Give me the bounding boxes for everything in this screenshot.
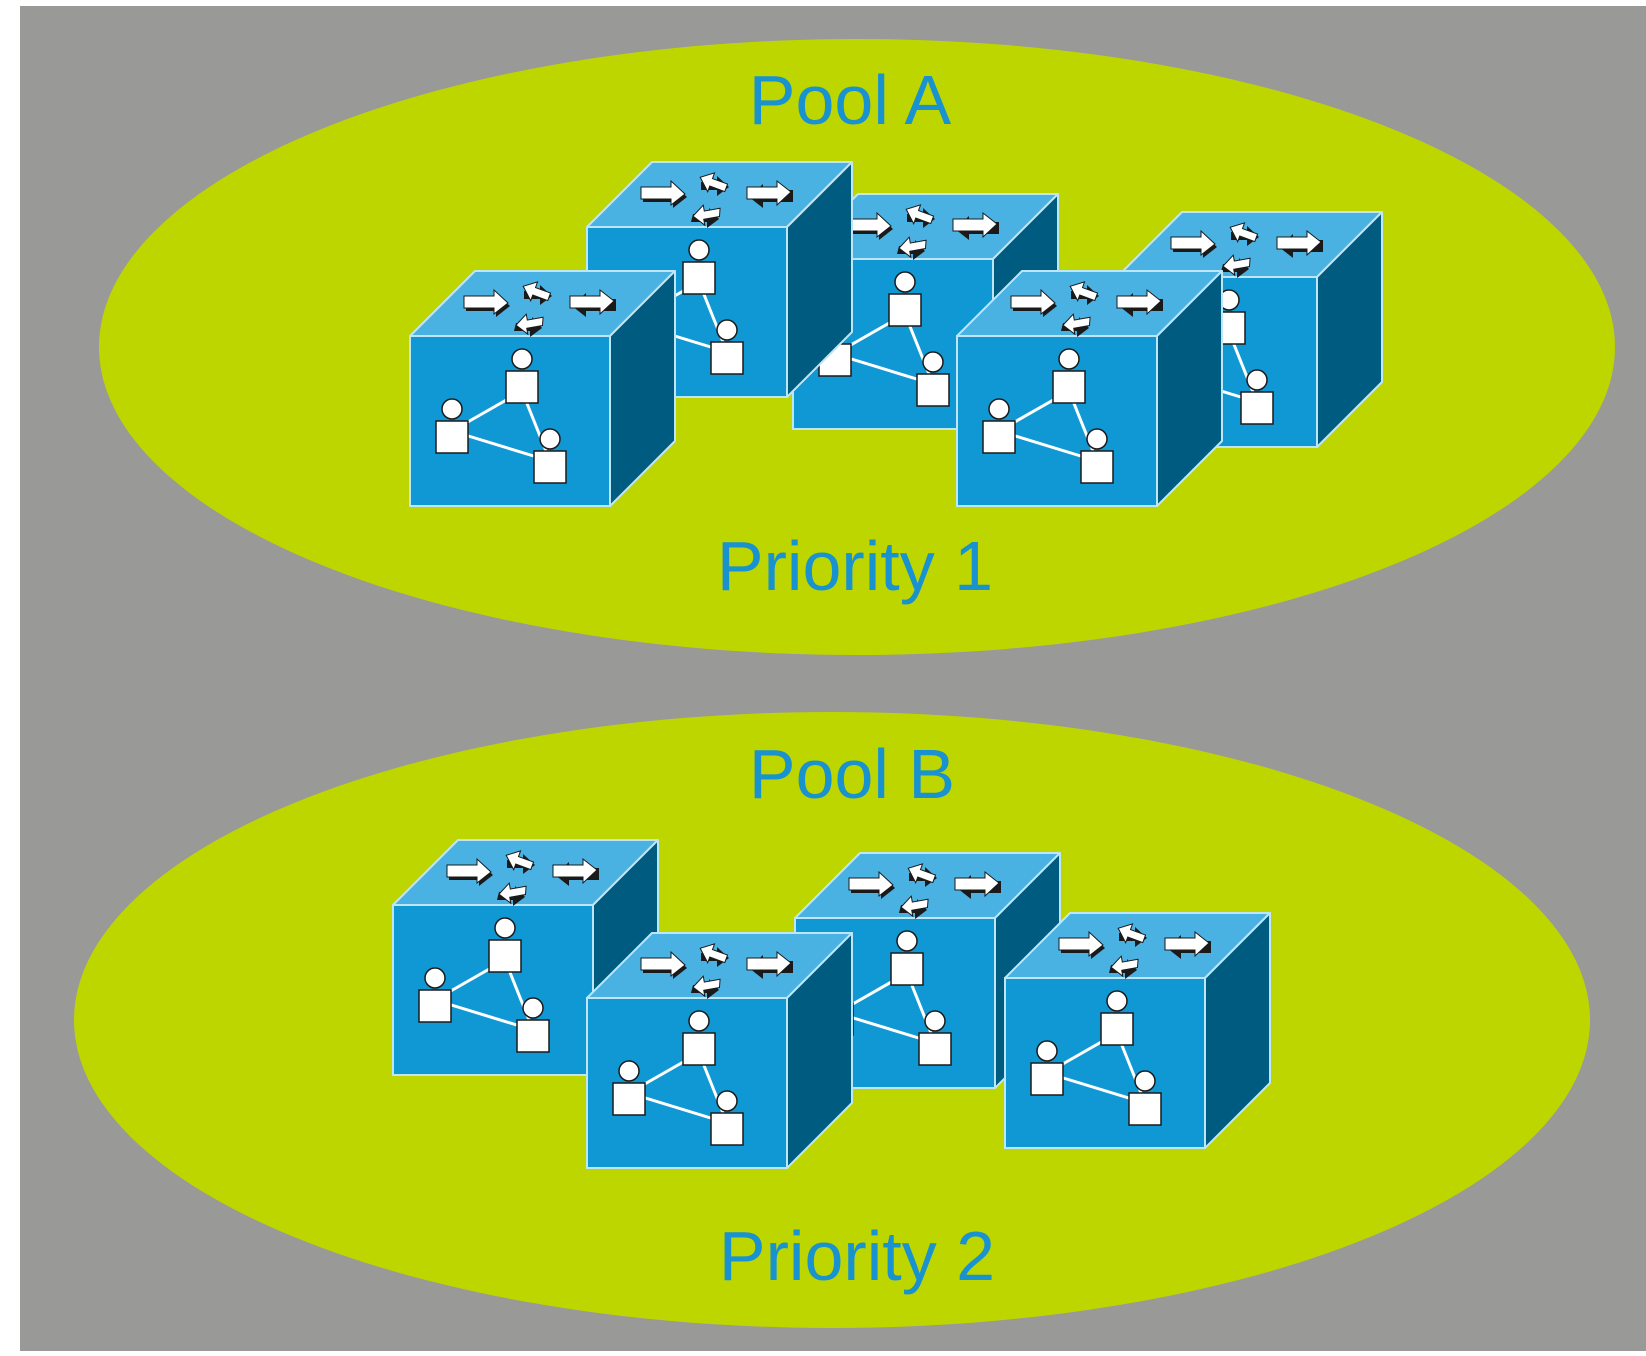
pool-a-title: Pool A <box>749 61 952 139</box>
switch-icon <box>408 269 677 508</box>
pool-a-group: Pool A Priority 1 <box>99 39 1615 655</box>
switch-icon <box>585 931 854 1170</box>
switch-icon <box>955 269 1224 508</box>
pool-b-group: Pool B Priority 2 <box>74 712 1590 1328</box>
pool-a-priority: Priority 1 <box>717 527 993 605</box>
switch-icon <box>1003 911 1272 1150</box>
pool-b-priority: Priority 2 <box>719 1217 995 1295</box>
pool-b-title: Pool B <box>749 735 955 813</box>
